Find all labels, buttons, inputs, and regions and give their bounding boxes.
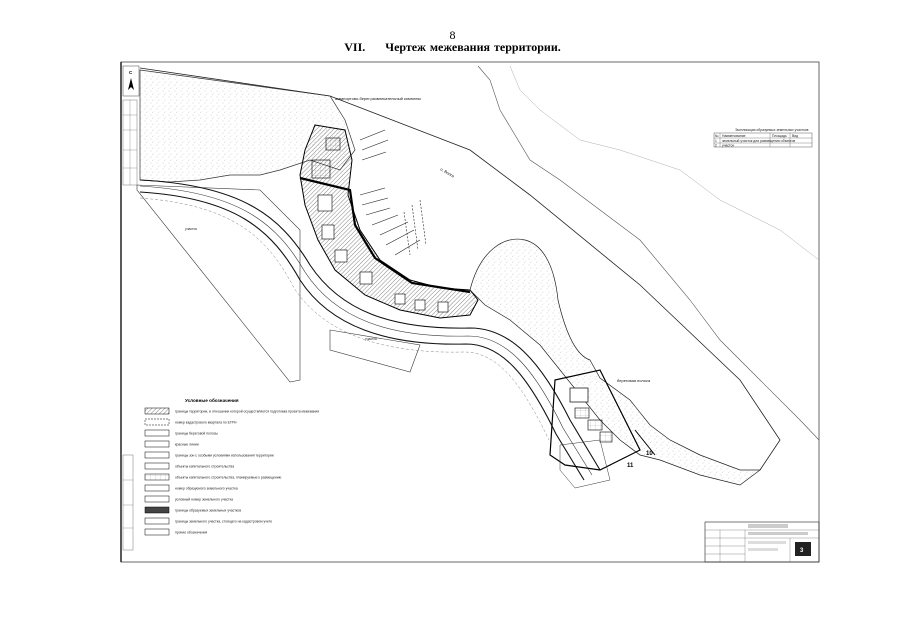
- north-arrow-icon: С: [122, 65, 140, 97]
- parcel-center: [329, 329, 421, 373]
- legend-item: красные линии: [144, 440, 199, 448]
- section-numeral: VII.: [344, 40, 366, 54]
- label-bay: о. Волга: [440, 167, 456, 179]
- legend-item: условный номер земельного участка: [144, 495, 233, 503]
- legend-label: номер образуемого земельного участка: [175, 487, 238, 491]
- legend-symbol: [144, 440, 170, 448]
- legend-symbol: [144, 528, 170, 536]
- road-corridor: [139, 179, 601, 481]
- legend-label: условный номер земельного участка: [175, 498, 233, 502]
- legend-item: номер кадастрового квартала по ЕГРН: [144, 418, 237, 426]
- page-title: VII. Чертеж межевания территории.: [0, 40, 905, 55]
- legend-item: границы образуемых земельных участков: [144, 506, 241, 514]
- north-letter: С: [129, 70, 133, 75]
- harbor-building-zone: [299, 124, 479, 319]
- svg-text:Площадь: Площадь: [772, 134, 787, 138]
- legend-item: номер образуемого земельного участка: [144, 484, 238, 492]
- legend-symbol: [144, 517, 170, 525]
- lot-number-10: 10: [646, 451, 653, 457]
- section-title: Чертеж межевания территории.: [385, 40, 561, 54]
- legend-title: Условные обозначения: [185, 397, 239, 403]
- legend-label: объекты капитального строительства, план…: [175, 476, 282, 480]
- legend-item: объекты капитального строительства, план…: [144, 473, 282, 481]
- piers: [359, 129, 427, 256]
- legend-symbol: [144, 407, 170, 415]
- legend-symbol: [144, 429, 170, 437]
- legend-symbol: [144, 418, 170, 426]
- legend-symbol: [144, 484, 170, 492]
- harbor-buildings: [311, 137, 449, 313]
- stamp-code: 3: [800, 548, 804, 554]
- svg-text:Наименование: Наименование: [722, 134, 746, 138]
- legend-symbol: [144, 462, 170, 470]
- left-margin-stamps: [122, 99, 138, 551]
- legend-label: границы зон с особыми условиями использо…: [175, 454, 274, 458]
- legend-label: границы береговой полосы: [175, 432, 218, 436]
- legend-item: границы береговой полосы: [144, 429, 218, 437]
- lot-table: Экспликация образуемых земельных участко…: [713, 128, 813, 148]
- title-block: 3: [704, 521, 820, 563]
- parcel-left: [136, 184, 301, 383]
- legend-item: границы территории, в отношении которой …: [144, 407, 319, 415]
- label-shore-zone: береговая полоса: [617, 378, 651, 383]
- legend-label: объекты капитального строительства: [175, 465, 234, 469]
- svg-text:1: 1: [715, 139, 717, 143]
- lot-table-title: Экспликация образуемых земельных участко…: [735, 128, 809, 132]
- svg-text:№: №: [715, 134, 719, 138]
- legend-symbol: [144, 473, 170, 481]
- legend-label: границы территории, в отношении которой …: [175, 410, 319, 414]
- label-harbor-complex: аквапортово-берег.развлекательный компле…: [335, 96, 421, 101]
- project-boundary-upper: [139, 67, 781, 471]
- legend-item: прочие обозначения: [144, 528, 207, 536]
- lot-number-11: 11: [627, 463, 634, 469]
- legend-label: номер кадастрового квартала по ЕГРН: [175, 421, 237, 425]
- svg-text:земельный участок для размещен: земельный участок для размещения объекто…: [722, 139, 795, 143]
- legend-item: границы земельного участка, стоящего на …: [144, 517, 272, 525]
- legend-item: границы зон с особыми условиями использо…: [144, 451, 274, 459]
- svg-text:2: 2: [715, 144, 717, 148]
- shoreline-outer: [477, 65, 820, 441]
- legend-symbol: [144, 451, 170, 459]
- legend-label: границы образуемых земельных участков: [175, 509, 241, 513]
- peninsula-terrain: [469, 238, 762, 486]
- label-land-left: участок: [185, 227, 197, 231]
- legend-symbol: [144, 506, 170, 514]
- label-land-right: участок: [365, 337, 377, 341]
- svg-text:участок: участок: [722, 144, 734, 148]
- page-number: 8: [449, 28, 456, 42]
- legend: Условные обозначения границы территории,…: [144, 397, 319, 536]
- svg-text:Вид: Вид: [792, 134, 798, 138]
- legend-label: красные линии: [175, 443, 199, 447]
- lower-building-block: 10 11: [549, 369, 656, 489]
- legend-symbol: [144, 495, 170, 503]
- legend-label: прочие обозначения: [175, 531, 207, 535]
- legend-label: границы земельного участка, стоящего на …: [175, 520, 272, 524]
- legend-item: объекты капитального строительства: [144, 462, 234, 470]
